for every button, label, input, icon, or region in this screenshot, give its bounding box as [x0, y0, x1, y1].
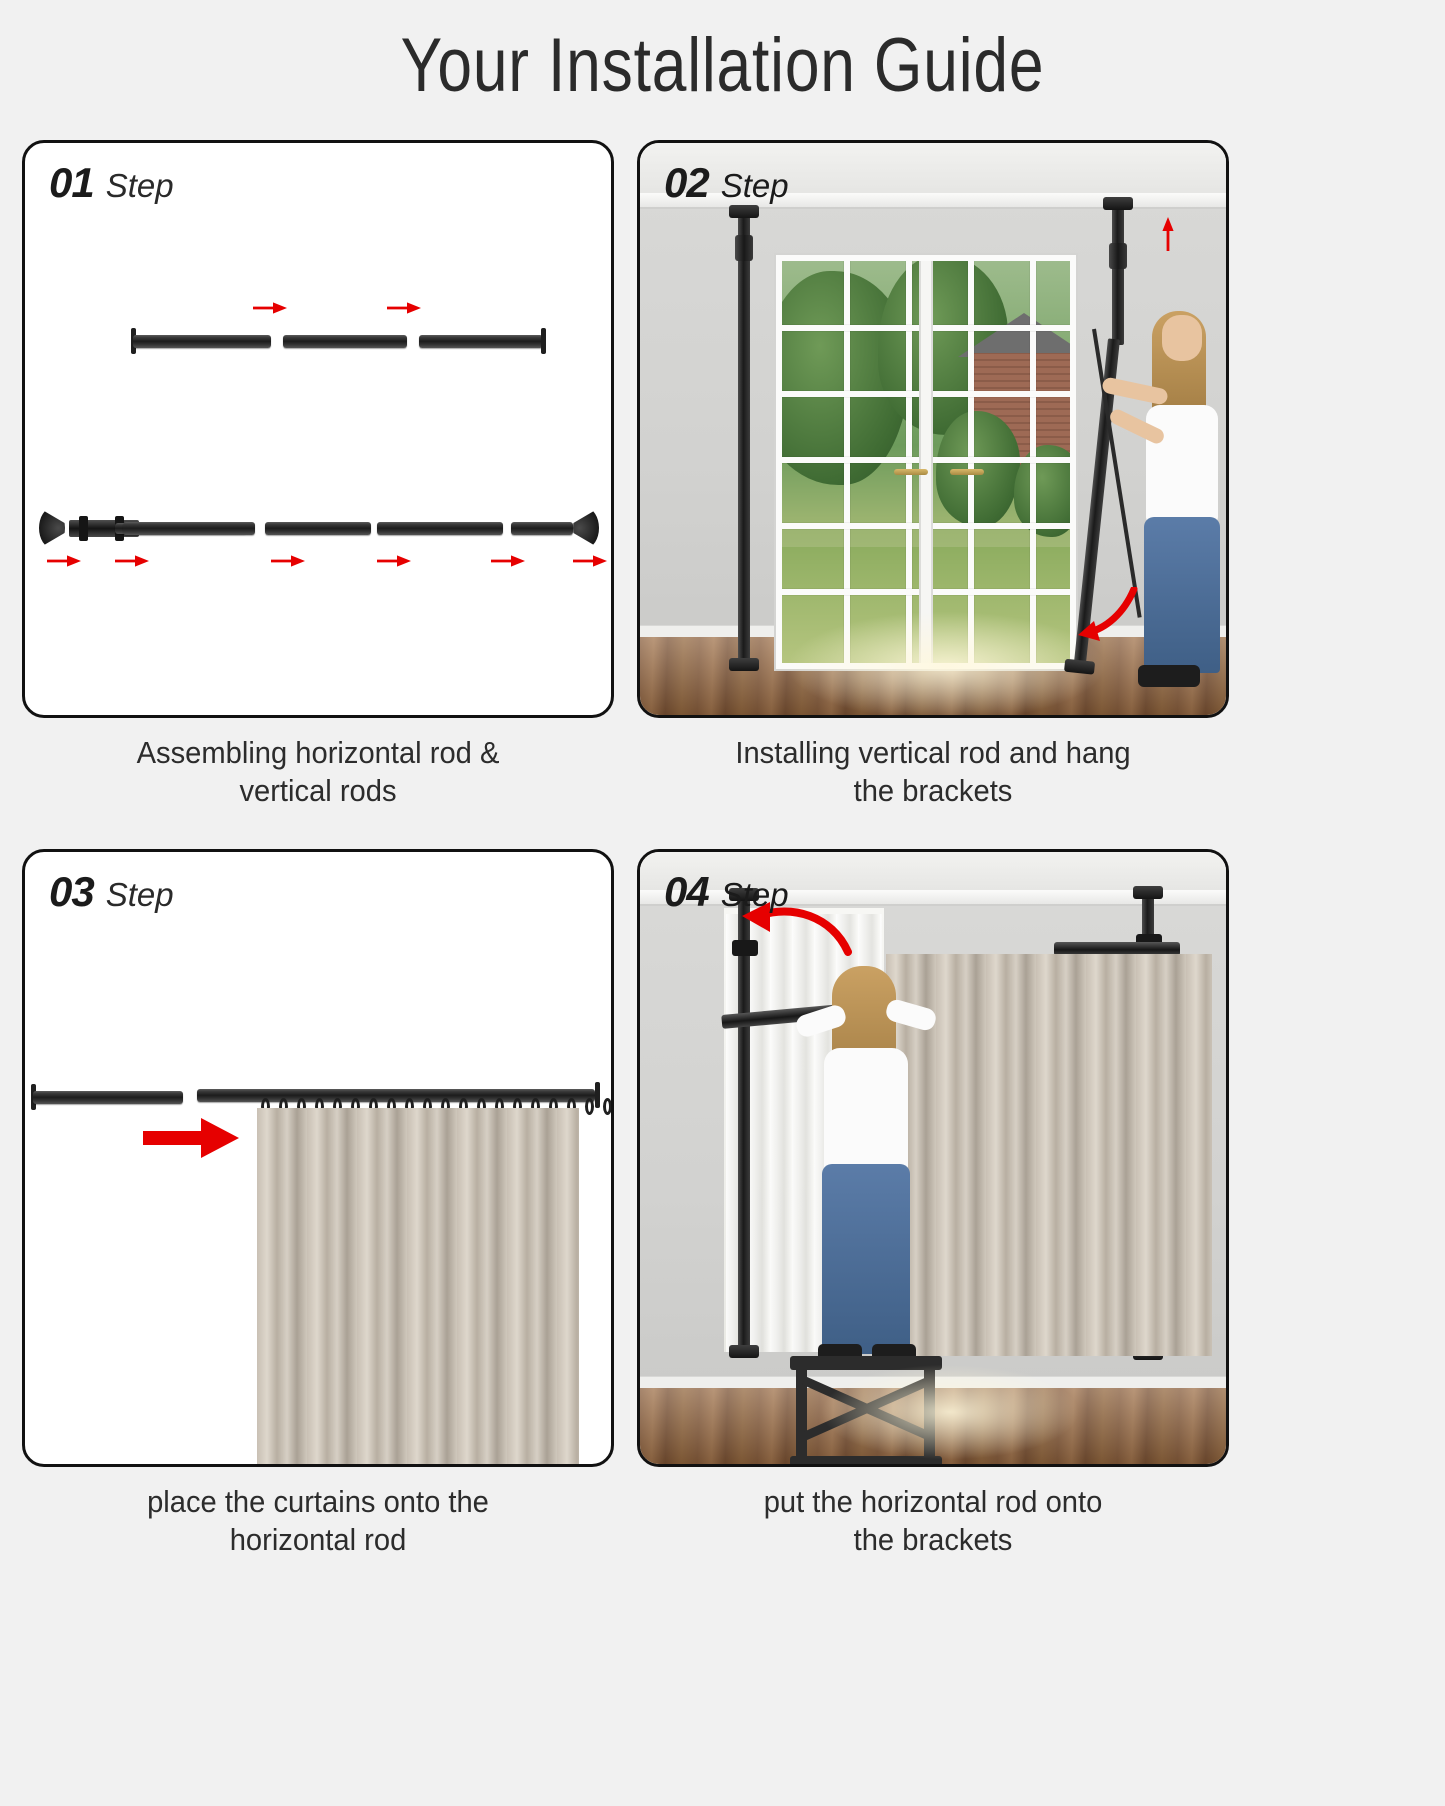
curtain-ring: [603, 1098, 611, 1115]
french-door: [776, 255, 1076, 669]
assembly-arrow-icon: [573, 553, 607, 569]
scene-place-rod-on-brackets: [640, 852, 1226, 1464]
door-glass: [782, 261, 1070, 663]
rod-endcap-right: [595, 1082, 600, 1108]
step-word-02: Step: [720, 167, 789, 204]
step-number-04: 04: [664, 868, 710, 915]
person-shirt: [1146, 405, 1218, 523]
rod-flange-right: [573, 508, 599, 548]
step-label-03: 03 Step: [49, 868, 174, 916]
step-cell-01: 01 Step: [22, 140, 614, 810]
assembly-arrow-icon: [115, 553, 149, 569]
assembly-arrow-icon: [387, 300, 421, 316]
step-cell-03: 03 Step: [22, 849, 614, 1559]
door-handle: [894, 469, 928, 475]
rod-segment-bottom-1b: [123, 522, 255, 535]
caption-line-1: put the horizontal rod onto: [763, 1484, 1103, 1519]
ceiling: [640, 143, 1226, 199]
bracket-left: [732, 940, 758, 956]
crown-molding: [640, 890, 1226, 906]
vertical-rod-adjuster: [1109, 243, 1127, 269]
person-shirt: [824, 1048, 908, 1172]
rod-segment-top-2: [283, 335, 407, 348]
step-card-03: 03 Step: [22, 849, 614, 1467]
sunlight-patch: [820, 1364, 1080, 1460]
person-jeans: [1144, 517, 1220, 673]
vertical-rod-adjuster: [735, 235, 753, 261]
horizontal-rod-seated-end: [1054, 942, 1180, 956]
step-word-01: Step: [105, 167, 174, 204]
rod-endcap-right: [541, 328, 546, 354]
curtain-ring: [585, 1098, 594, 1115]
loose-rod-segment: [33, 1091, 183, 1104]
door-center-gap: [921, 261, 931, 663]
step-number-03: 03: [49, 868, 95, 915]
rod-flange-left: [39, 508, 65, 548]
caption-line-2: the brackets: [853, 1521, 1013, 1557]
caption-line-1: Assembling horizontal rod &: [136, 735, 500, 770]
step-word-04: Step: [720, 876, 789, 913]
crown-molding: [640, 193, 1226, 209]
vertical-rod-top-cap: [1133, 886, 1163, 899]
step-label-01: 01 Step: [49, 159, 174, 207]
assembly-arrow-icon: [377, 553, 411, 569]
step-card-01: 01 Step: [22, 140, 614, 718]
rod-segment-top-3: [419, 335, 543, 348]
person-jeans: [822, 1164, 910, 1354]
step-label-04: 04 Step: [664, 868, 789, 916]
rod-segment-top-1: [133, 335, 271, 348]
steps-grid: 01 Step: [0, 140, 1445, 1564]
stool-leg: [796, 1370, 807, 1464]
step-word-03: Step: [105, 876, 174, 913]
step-number-01: 01: [49, 159, 95, 206]
step-cell-02: 02 Step Installing vertical rod and hang…: [637, 140, 1229, 810]
step-label-02: 02 Step: [664, 159, 789, 207]
person-head: [1162, 315, 1202, 361]
rod-segment-bottom-2: [265, 522, 371, 535]
step-cell-04: 04 Step put the horizontal rod onto the …: [637, 849, 1229, 1559]
step-caption-03: place the curtains onto the horizontal r…: [40, 1483, 596, 1559]
curtain-panel: [257, 1108, 579, 1464]
assembly-arrow-icon: [47, 553, 81, 569]
vertical-rod-base-cap: [729, 658, 759, 671]
scene-install-vertical-rod: [640, 143, 1226, 715]
stool-base-rail: [790, 1456, 942, 1464]
caption-line-1: Installing vertical rod and hang: [735, 735, 1131, 770]
vertical-rod-left: [729, 888, 759, 1358]
curved-arrow-icon: [1072, 585, 1142, 645]
step-card-02: 02 Step: [637, 140, 1229, 718]
curtain-panel: [886, 954, 1212, 1356]
assembly-arrow-icon: [271, 553, 305, 569]
vertical-rod-installed: [729, 205, 759, 671]
caption-line-2: horizontal rod: [229, 1521, 407, 1557]
caption-line-2: vertical rods: [239, 772, 397, 808]
page-title: Your Installation Guide: [400, 23, 1045, 108]
vertical-rod-base-cap: [729, 1345, 759, 1358]
vertical-rod-top-cap: [729, 888, 759, 901]
step-caption-02: Installing vertical rod and hang the bra…: [655, 734, 1211, 810]
assembly-arrow-icon: [253, 300, 287, 316]
sunlight-patch: [786, 611, 1106, 715]
horizontal-rod: [197, 1089, 595, 1102]
steps-row-1: 01 Step: [0, 140, 1445, 855]
up-arrow-icon: [1160, 217, 1176, 251]
curved-arrow-icon: [736, 900, 856, 966]
caption-line-1: place the curtains onto the: [147, 1484, 489, 1519]
door-handle: [950, 469, 984, 475]
step-caption-01: Assembling horizontal rod & vertical rod…: [40, 734, 596, 810]
step-card-04: 04 Step: [637, 849, 1229, 1467]
assembly-arrow-icon: [491, 553, 525, 569]
person-shoe: [1138, 665, 1200, 687]
insert-arrow-icon: [143, 1116, 239, 1160]
caption-line-2: the brackets: [853, 772, 1013, 808]
rod-segment-bottom-4: [511, 522, 573, 535]
step-number-02: 02: [664, 159, 710, 206]
rod-segment-bottom-3: [377, 522, 503, 535]
vertical-rod-top-cap: [729, 205, 759, 218]
vertical-rod-top-cap: [1103, 197, 1133, 210]
steps-row-2: 03 Step: [0, 849, 1445, 1564]
step-caption-04: put the horizontal rod onto the brackets: [655, 1483, 1211, 1559]
vertical-rod-top-part: [1103, 197, 1133, 345]
